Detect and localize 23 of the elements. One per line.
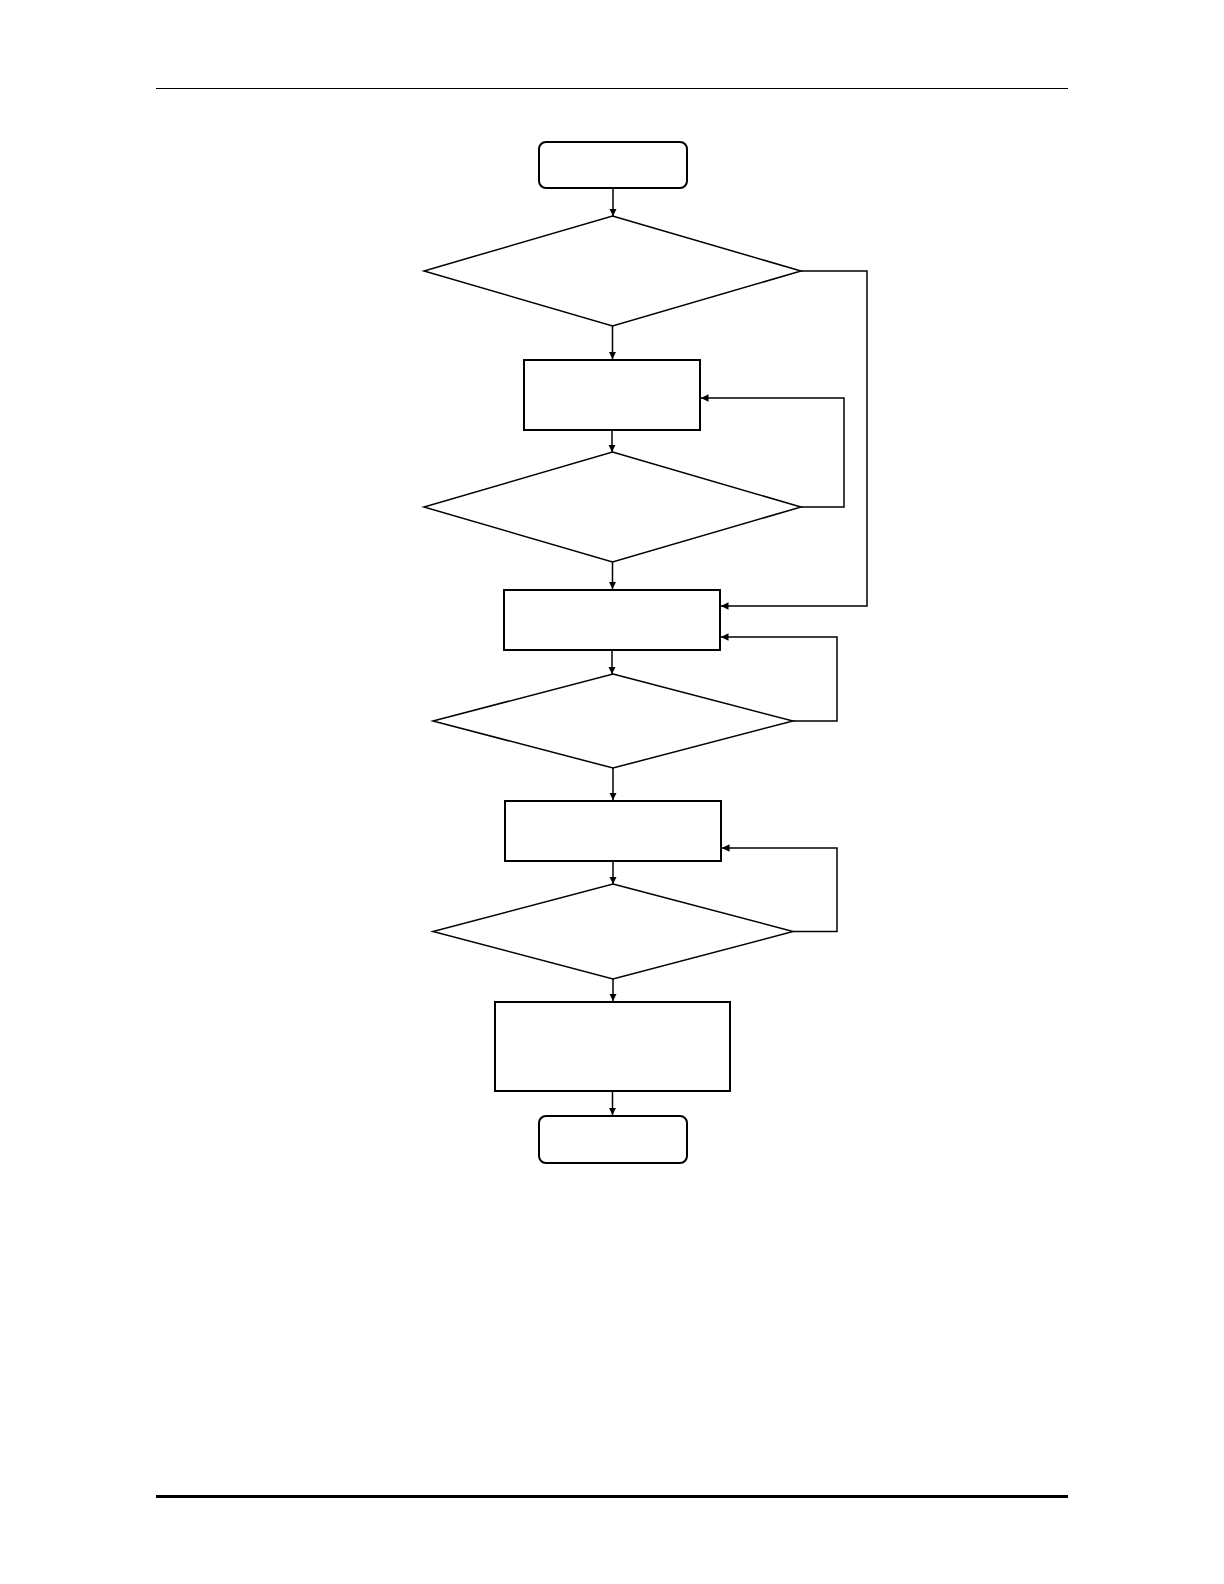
arrow <box>608 561 617 590</box>
decision-diamond <box>424 216 801 326</box>
decision-diamond <box>424 452 801 562</box>
decision-diamond <box>433 674 793 768</box>
process-box <box>504 800 722 862</box>
arrow <box>720 633 838 722</box>
arrow <box>608 430 616 453</box>
arrow <box>608 650 616 675</box>
arrow <box>609 188 617 217</box>
arrow <box>608 1091 617 1116</box>
arrow <box>720 270 868 610</box>
arrow <box>609 978 617 1002</box>
arrow <box>721 844 838 933</box>
process-box <box>523 359 701 431</box>
arrow <box>609 861 617 885</box>
arrow <box>609 767 617 801</box>
arrow <box>608 325 617 360</box>
arrow <box>700 394 845 508</box>
terminal-box <box>538 1115 688 1164</box>
process-box <box>503 589 721 651</box>
terminal-box <box>538 141 688 189</box>
process-box <box>494 1001 731 1092</box>
decision-diamond <box>433 884 793 979</box>
